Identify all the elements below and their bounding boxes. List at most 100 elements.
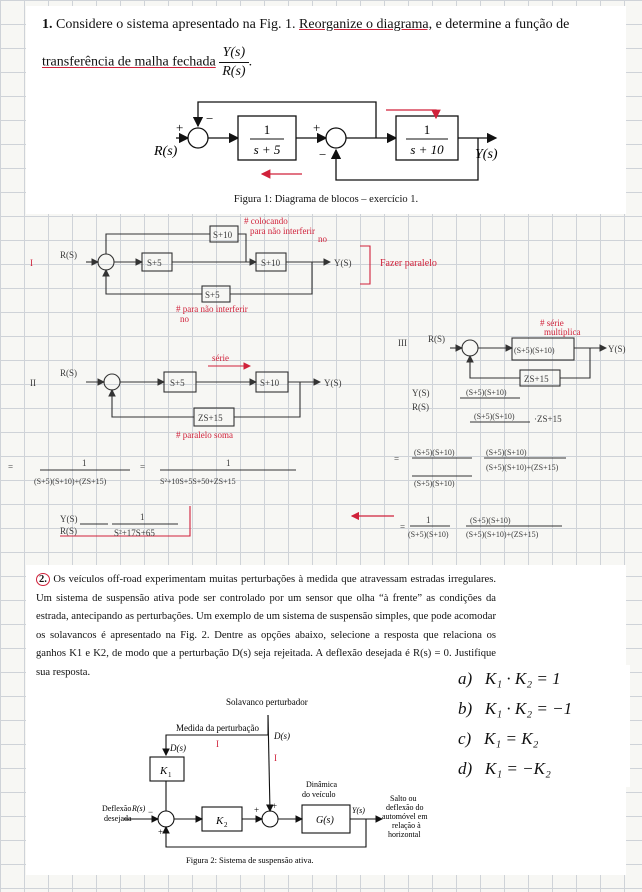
choice-c[interactable]: c) K₁ = K₂ [458, 729, 538, 749]
svg-text:+: + [313, 120, 320, 135]
note-step2-num: (S+5)(S+10) [414, 448, 455, 457]
note-top-3: no [318, 234, 328, 244]
svg-text:+: + [272, 801, 277, 811]
fig2-rs: R(s) [131, 804, 146, 813]
note-ratio-num: Y(S) [412, 388, 430, 398]
note-eq-a-num: 1 [82, 458, 87, 468]
svg-text:−: − [206, 111, 213, 126]
fig2-measure-label: Medida da perturbação [176, 723, 259, 733]
note-eq1-num: (S+5)(S+10) [466, 388, 507, 397]
q1-text-b: Reorganize o diagrama, [299, 17, 433, 32]
fig2-d-left: D(s) [169, 743, 186, 753]
question-2-paragraph: Os veículos off-road experimentam muitas… [36, 574, 496, 678]
note-eq-a-den: (S+5)(S+10)+(ZS+15) [34, 477, 107, 486]
note-y-3: Y(S) [608, 344, 626, 354]
fig2-dyn-1: Dinâmica [306, 780, 338, 789]
choice-a[interactable]: a) K₁ · K₂ = 1 [458, 669, 561, 689]
fig2-ys: Y(s) [352, 806, 365, 815]
note-eq-final: = [400, 522, 405, 532]
note-roman-2: II [30, 378, 36, 388]
svg-text:+: + [176, 120, 183, 135]
note-step3-den: (S+5)(S+10)+(ZS+15) [486, 463, 559, 472]
note-mid-2: no [180, 314, 190, 324]
note-eq-b-num: 1 [226, 458, 231, 468]
note-step2-den: (S+5)(S+10) [414, 479, 455, 488]
note-top-2: para não interferir [250, 226, 315, 236]
block1-den: s + 5 [254, 142, 281, 157]
note-r-3: R(S) [428, 334, 445, 344]
choice-d-expr: K₁ = −K₂ [484, 759, 551, 778]
fig2-k2-sub: 2 [224, 821, 228, 829]
fig2-d-right: D(s) [273, 731, 290, 741]
final-lhs-num: Y(S) [60, 514, 78, 524]
note-eq1-den: (S+5)(S+10) [474, 412, 515, 421]
fig2-defl-1: Deflexão [102, 804, 131, 813]
note-final-den2: (S+5)(S+10)+(ZS+15) [466, 530, 539, 539]
note-roman-3: III [398, 338, 407, 348]
note-final-den: (S+5)(S+10) [408, 530, 449, 539]
svg-text:−: − [319, 147, 326, 162]
q1-text-a: Considere o sistema apresentado na Fig. … [56, 17, 296, 32]
fig2-mark-1: I [216, 739, 219, 749]
figure-2-caption: Figura 2: Sistema de suspensão ativa. [186, 855, 313, 865]
note-fazer-paralelo: Fazer paralelo [380, 258, 437, 269]
question-1-text: 1. Considere o sistema apresentado na Fi… [42, 17, 570, 79]
note-final-num2: (S+5)(S+10) [470, 516, 511, 525]
note-roman-1: I [30, 258, 33, 268]
note-serie-mult-1: # série [540, 318, 564, 328]
block1-num: 1 [264, 122, 271, 137]
fig2-out-2: deflexão do [386, 803, 424, 812]
note-y-1: Y(S) [334, 258, 352, 268]
q1-tf-num: Y(s) [219, 44, 249, 63]
fig1-output-label: Y(s) [475, 147, 498, 162]
note-eq-b-den: S²+10S+5S+50+ZS+15 [160, 477, 236, 486]
fig2-dyn-2: do veículo [302, 790, 336, 799]
summing-junction-2 [325, 127, 347, 149]
handwritten-notes: I R(S) S+5 S+10 S+10 S+5 Y(S) # colocand… [8, 216, 626, 539]
note-r-2: R(S) [60, 368, 77, 378]
note-mid-1: # para não interferir [176, 304, 248, 314]
fig2-mark-2: I [274, 753, 277, 763]
q1-text-c: e determine a função de [435, 17, 570, 32]
choice-b-expr: K₁ · K₂ = −1 [484, 699, 573, 718]
note-serie-mult-2: multiplica [544, 327, 581, 337]
note-block-s-plus-5: S+5 [205, 290, 220, 300]
note-block2-zs15: ZS+15 [198, 413, 223, 423]
q1-tf-den: R(s) [222, 64, 246, 79]
choice-a-expr: K₁ · K₂ = 1 [484, 669, 561, 688]
figure-2-diagram: Solavanco perturbador Medida da perturba… [102, 697, 428, 865]
question-1-card: 1. Considere o sistema apresentado na Fi… [26, 6, 626, 214]
choice-b[interactable]: b) K₁ · K₂ = −1 [458, 699, 572, 719]
choice-c-label: c) [458, 729, 472, 748]
note-eq-mid: = [140, 462, 145, 472]
choice-b-label: b) [458, 699, 473, 718]
note-step3-num: (S+5)(S+10) [486, 448, 527, 457]
note-eq1-term: ·ZS+15 [534, 414, 562, 424]
note-block2-s10: S+10 [260, 378, 280, 388]
fig2-out-1: Salto ou [390, 794, 416, 803]
svg-text:+: + [254, 805, 259, 815]
question-1-number: 1. [42, 17, 53, 32]
summing-junction-1 [187, 127, 209, 149]
note-block3-zs15: ZS+15 [524, 374, 549, 384]
fig2-k1: K [159, 765, 168, 777]
note-block-s5: S+5 [147, 258, 162, 268]
q1-text-d: transferência de malha fechada [42, 54, 216, 70]
fig2-out-4: relação à [392, 821, 421, 830]
svg-text:+: + [158, 827, 163, 837]
note-y-2: Y(S) [324, 378, 342, 388]
figure-1-caption: Figura 1: Diagrama de blocos – exercício… [233, 194, 419, 205]
question-2-text: 2. Os veículos off-road experimentam mui… [36, 571, 496, 682]
note-eq-right: = [394, 454, 399, 464]
note-block-s10: S+10 [261, 258, 281, 268]
note-block3-prod: (S+5)(S+10) [514, 346, 555, 355]
choice-d[interactable]: d) K₁ = −K₂ [458, 759, 551, 779]
answer-choices: a) K₁ · K₂ = 1 b) K₁ · K₂ = −1 c) K₁ = K… [452, 665, 630, 787]
final-num: 1 [140, 512, 145, 522]
note-ratio-den: R(S) [412, 402, 429, 412]
note-top-1: # colocando [244, 216, 288, 226]
final-den: S²+17S+65 [114, 528, 155, 538]
note-final-one: 1 [426, 515, 431, 525]
fig2-k1-sub: 1 [168, 771, 172, 779]
note-serie: série [212, 353, 229, 363]
